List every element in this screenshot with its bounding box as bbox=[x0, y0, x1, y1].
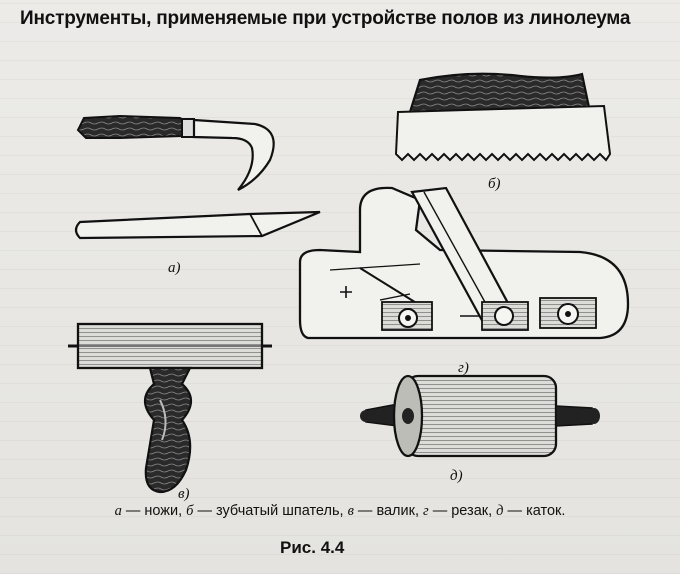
label-b: б) bbox=[488, 176, 501, 192]
legend-text-d: — каток. bbox=[503, 503, 566, 519]
curved-knife-icon bbox=[76, 114, 275, 191]
figure-number: Рис. 4.4 bbox=[280, 538, 345, 557]
linoleum-cutter-icon bbox=[298, 186, 630, 340]
figure-legend: а — ножи, б — зубчатый шпатель, в — вали… bbox=[60, 503, 620, 520]
label-g: г) bbox=[458, 360, 469, 376]
label-v: в) bbox=[178, 486, 190, 502]
legend-letter-v: в bbox=[347, 503, 354, 519]
legend-text-b: — зубчатый шпатель, bbox=[193, 503, 348, 519]
page-title: Инструменты, применяемые при устройстве … bbox=[20, 8, 631, 29]
legend-text-a: — ножи, bbox=[121, 503, 187, 519]
legend-letter-b: б bbox=[186, 503, 194, 519]
legend-text-v: — валик, bbox=[353, 503, 424, 519]
hand-roller-icon bbox=[68, 322, 272, 494]
legend-text-g: — резак, bbox=[428, 503, 497, 519]
straight-knife-icon bbox=[74, 210, 321, 240]
legend-letter-d: д bbox=[496, 503, 504, 519]
legend-letter-a: а bbox=[114, 503, 122, 519]
floor-roller-icon bbox=[360, 374, 600, 458]
label-d: д) bbox=[450, 468, 463, 484]
notched-trowel-icon bbox=[394, 72, 612, 162]
label-a: а) bbox=[168, 260, 181, 276]
legend-letter-g: г bbox=[423, 503, 429, 519]
